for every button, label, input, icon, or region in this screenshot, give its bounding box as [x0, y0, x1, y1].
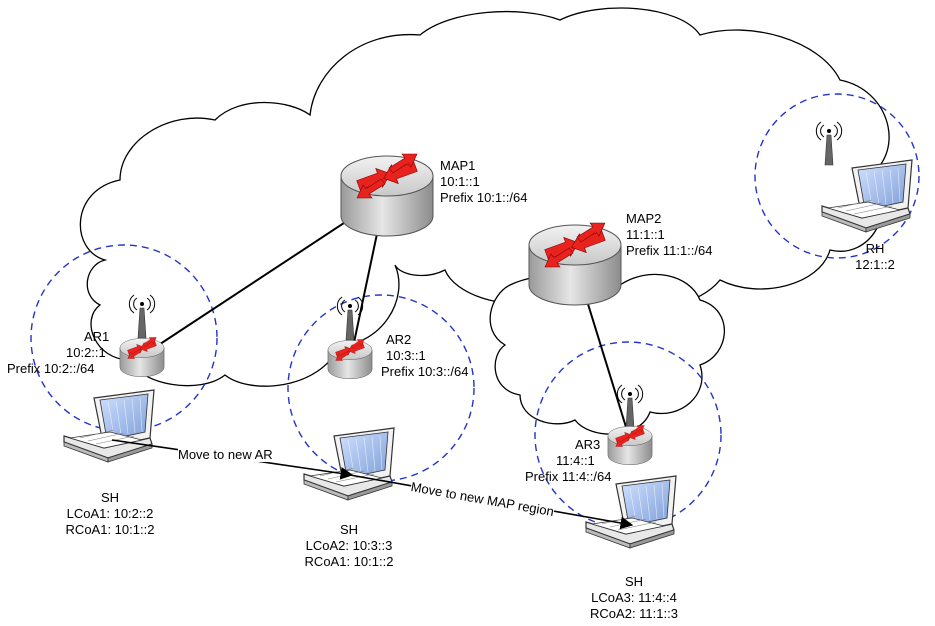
- coverage-rh: [754, 93, 920, 259]
- ar3-addr: 11:4::1: [556, 453, 595, 468]
- ar3-prefix: Prefix 11:4::/64: [525, 469, 612, 484]
- sh1-name: SH: [100, 490, 120, 505]
- cloud-shape: [489, 273, 725, 435]
- ar2-prefix: Prefix 10:3::/64: [381, 364, 469, 379]
- map2-addr: 11:1::1: [626, 227, 665, 242]
- move-ar-label: Move to new AR: [178, 447, 273, 462]
- sh3-lcoa: LCoA3: 11:4::4: [591, 590, 677, 605]
- map1-name: MAP1: [440, 158, 476, 173]
- rh-label: RH 12:1::2: [845, 241, 905, 273]
- ar1-prefix: Prefix 10:2::/64: [7, 361, 95, 376]
- sh2-name: SH: [339, 522, 359, 537]
- sh2-rcoa: RCoA1: 10:1::2: [304, 554, 394, 569]
- ar2-label: AR2 10:3::1 Prefix 10:3::/64: [381, 332, 468, 380]
- map2-label: MAP2 11:1::1 Prefix 11:1::/64: [626, 211, 712, 259]
- sh1-lcoa: LCoA1: 10:2::2: [66, 506, 154, 521]
- map2-router-icon: [528, 222, 622, 306]
- sh1-laptop-icon: [63, 389, 155, 463]
- ar1-label: AR1 10:2::1 Prefix 10:2::/64: [7, 329, 115, 377]
- ar2-addr: 10:3::1: [386, 348, 426, 363]
- ar2-router-icon: [327, 339, 373, 380]
- map1-prefix: Prefix 10:1::/64: [440, 190, 528, 205]
- ar3-label: AR3 11:4::1 Prefix 11:4::/64: [511, 437, 611, 485]
- map1-label: MAP1 10:1::1 Prefix 10:1::/64: [440, 158, 527, 206]
- sh2-lcoa: LCoA2: 10:3::3: [305, 538, 393, 553]
- ar1-addr: 10:2::1: [66, 345, 106, 360]
- sh3-laptop-icon: [585, 475, 677, 549]
- map2-name: MAP2: [626, 211, 662, 226]
- ar1-name: AR1: [84, 329, 110, 344]
- sh3-label: SH LCoA3: 11:4::4 RCoA2: 11:1::3: [569, 574, 699, 622]
- sh2-laptop-icon: [303, 427, 395, 501]
- map1-addr: 10:1::1: [440, 174, 480, 189]
- map2-prefix: Prefix 11:1::/64: [626, 243, 713, 258]
- ar2-name: AR2: [386, 332, 412, 347]
- rh-name: RH: [865, 241, 885, 256]
- map1-router-icon: [340, 153, 434, 237]
- ar1-router-icon: [119, 337, 165, 378]
- rh-addr: 12:1::2: [855, 257, 895, 272]
- sh3-rcoa: RCoA2: 11:1::3: [590, 606, 678, 621]
- sh2-label: SH LCoA2: 10:3::3 RCoA1: 10:1::2: [284, 522, 414, 570]
- sh1-label: SH LCoA1: 10:2::2 RCoA1: 10:1::2: [45, 490, 175, 538]
- ar3-router-icon: [607, 425, 653, 466]
- ar3-name: AR3: [575, 437, 601, 452]
- sh3-name: SH: [624, 574, 644, 589]
- sh1-rcoa: RCoA1: 10:1::2: [65, 522, 155, 537]
